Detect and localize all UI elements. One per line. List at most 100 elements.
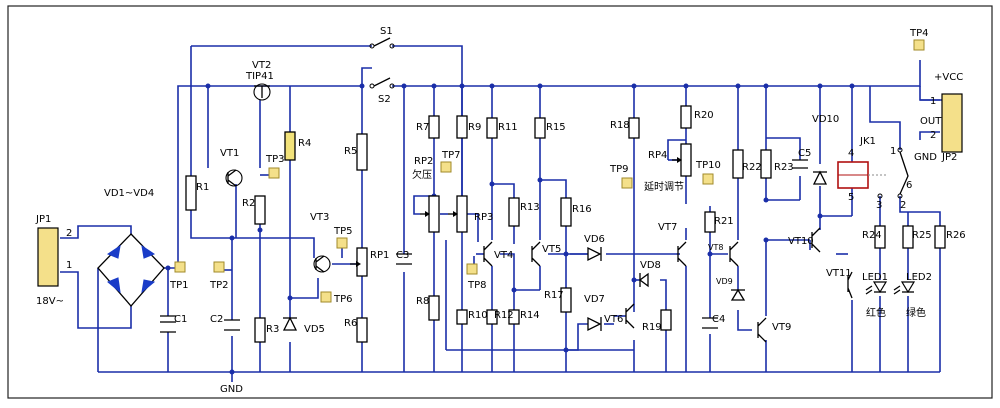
label-vd1-vd4: VD1~VD4 <box>104 188 154 199</box>
label-pin2a: 2 <box>66 228 72 239</box>
label-led2: LED2 <box>906 272 932 283</box>
label-vd7: VD7 <box>584 294 605 305</box>
label-r7: R7 <box>416 122 429 133</box>
label-rp3: RP3 <box>474 212 493 223</box>
frame-border <box>7 5 993 399</box>
label-r10: R10 <box>468 310 488 321</box>
label-vt4: VT4 <box>494 250 513 261</box>
label-r25: R25 <box>912 230 932 241</box>
label-vt5: VT5 <box>542 244 561 255</box>
label-tp10: TP10 <box>695 160 721 171</box>
label-r19: R19 <box>642 322 662 333</box>
tp8-marker <box>466 263 478 275</box>
label-s2: S2 <box>378 94 391 105</box>
label-r23: R23 <box>774 162 794 173</box>
label-vt2: VT2 <box>252 60 271 71</box>
label-jk4: 4 <box>848 148 854 159</box>
jp1-connector <box>37 227 59 287</box>
tp2-marker <box>213 261 225 273</box>
label-tp2: TP2 <box>209 280 229 291</box>
label-jk5: 5 <box>848 192 854 203</box>
label-r13: R13 <box>520 202 540 213</box>
label-vd10: VD10 <box>812 114 839 125</box>
label-r20: R20 <box>694 110 714 121</box>
label-tp4: TP4 <box>909 28 929 39</box>
label-18v: 18V~ <box>36 296 64 307</box>
label-r16: R16 <box>572 204 592 215</box>
tp1-marker <box>174 261 186 273</box>
label-led1: LED1 <box>862 272 888 283</box>
label-tp9: TP9 <box>609 164 629 175</box>
tp6-marker <box>320 291 332 303</box>
tp3-marker <box>268 167 280 179</box>
label-jk2: 2 <box>900 200 906 211</box>
label-r15: R15 <box>546 122 566 133</box>
label-c5: C5 <box>798 148 811 159</box>
label-r12: R12 <box>494 310 514 321</box>
label-rp1: RP1 <box>370 250 389 261</box>
label-undervoltage: 欠压 <box>412 168 432 181</box>
label-r22: R22 <box>742 162 762 173</box>
label-vd8: VD8 <box>640 260 661 271</box>
label-r11: R11 <box>498 122 518 133</box>
label-vcc: +VCC <box>934 72 963 83</box>
label-rp2: RP2 <box>414 156 433 167</box>
label-vt8: VT8 <box>708 243 723 252</box>
label-r6: R6 <box>344 318 357 329</box>
test-points <box>174 39 925 303</box>
label-r26: R26 <box>946 230 966 241</box>
label-jp2: JP2 <box>941 152 957 163</box>
label-pin1b: 1 <box>930 96 936 107</box>
wires <box>60 45 944 382</box>
label-tp5: TP5 <box>333 226 353 237</box>
label-jk1-pin: 1 <box>890 146 896 157</box>
labels: JP1 2 1 18V~ VD1~VD4 TP1 TP2 C1 C2 GND R… <box>35 26 966 395</box>
label-tip41: TIP41 <box>245 71 274 82</box>
transistors <box>225 83 853 343</box>
label-c4: C4 <box>712 314 725 325</box>
label-vd9: VD9 <box>716 277 733 286</box>
label-vt9: VT9 <box>772 322 791 333</box>
label-r9: R9 <box>468 122 481 133</box>
jp2-connector <box>941 93 963 153</box>
label-c1: C1 <box>174 314 187 325</box>
label-c3: C3 <box>396 250 409 261</box>
label-r24: R24 <box>862 230 882 241</box>
label-vd5: VD5 <box>304 324 325 335</box>
label-gnd: GND <box>220 384 243 395</box>
label-jk1: JK1 <box>859 136 876 147</box>
diodes <box>282 170 828 332</box>
label-tp6: TP6 <box>333 294 353 305</box>
label-vt1: VT1 <box>220 148 239 159</box>
label-rp4: RP4 <box>648 150 667 161</box>
label-r1: R1 <box>196 182 209 193</box>
label-vt10: VT10 <box>788 236 814 247</box>
label-r5: R5 <box>344 146 357 157</box>
label-pin1a: 1 <box>66 260 72 271</box>
tp4-marker <box>913 39 925 51</box>
tp7-marker <box>440 161 452 173</box>
leds <box>865 281 916 295</box>
label-r21: R21 <box>714 216 734 227</box>
r4 <box>284 131 296 161</box>
label-r2: R2 <box>242 198 255 209</box>
label-vd6: VD6 <box>584 234 605 245</box>
label-c2: C2 <box>210 314 223 325</box>
capacitors <box>160 159 808 333</box>
label-green: 绿色 <box>906 306 926 319</box>
label-delay-adjust: 延时调节 <box>644 181 684 193</box>
label-jp1: JP1 <box>35 214 51 225</box>
label-r8: R8 <box>416 296 429 307</box>
junctions <box>165 83 855 375</box>
label-r4: R4 <box>298 138 311 149</box>
label-pin2b: 2 <box>930 130 936 141</box>
label-s1: S1 <box>380 26 393 37</box>
label-tp1: TP1 <box>169 280 189 291</box>
tp5-marker <box>336 237 348 249</box>
label-r14: R14 <box>520 310 540 321</box>
label-gnd2: GND <box>914 152 937 163</box>
r1 <box>185 175 197 211</box>
label-vt6: VT6 <box>604 314 623 325</box>
